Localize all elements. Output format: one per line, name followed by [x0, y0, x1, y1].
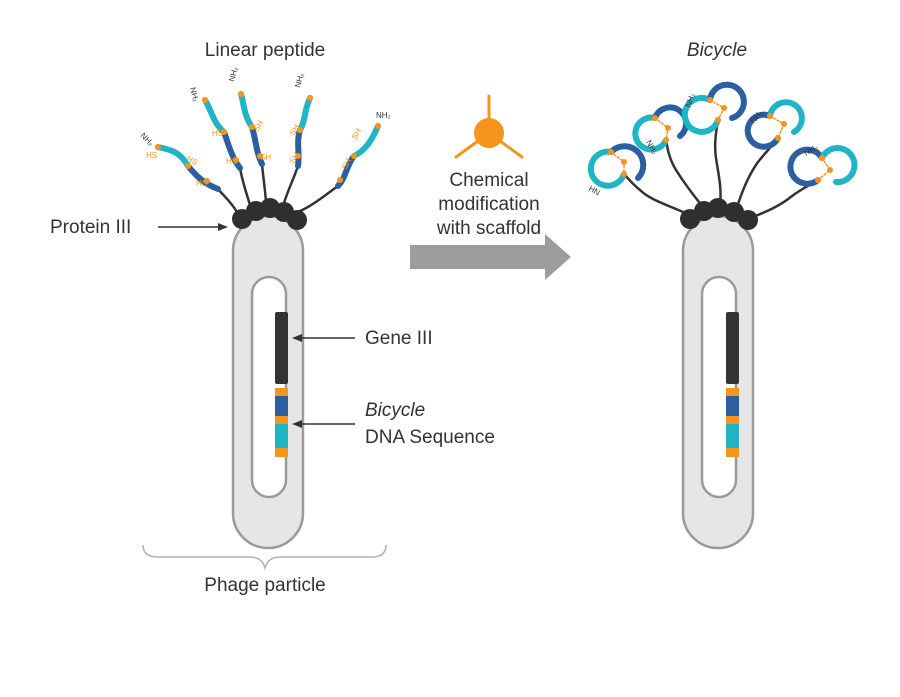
bicycle-peptide [748, 145, 858, 220]
left-protein-iii-cluster [232, 198, 307, 230]
scaffold-icon [454, 94, 524, 159]
left-phage-particle [231, 214, 305, 550]
linear-peptide-strand [155, 144, 239, 214]
left-linear-peptides [155, 91, 381, 214]
left-bicycle-dna-segment [275, 388, 288, 457]
process-arrow [410, 234, 571, 280]
left-chemical-groups: NH₂ HS HS HS NH₂ HS HS NH₂ SH SH NH₂ SH … [139, 66, 391, 188]
right-phage-particle [681, 214, 755, 550]
gene-iii-label: Gene III [365, 328, 433, 349]
bicycle-dna-label-line2: DNA Sequence [365, 427, 495, 448]
bicycle-dna-pointer [292, 420, 355, 428]
right-bicycle-dna-segment [726, 388, 739, 457]
linear-peptide-strand [296, 123, 381, 214]
linear-peptide-strand [282, 95, 313, 205]
chemical-modification-line2: modification [438, 194, 539, 215]
linear-peptide-strand [238, 91, 268, 204]
sh-group: SH [350, 127, 363, 141]
hs-group: HS [226, 157, 237, 166]
protein-iii-pointer [158, 223, 228, 231]
right-gene-iii-segment [726, 312, 739, 384]
bicycle-peptide [632, 104, 705, 209]
nh2-group: NH₂ [227, 66, 239, 83]
left-gene-iii-segment [275, 312, 288, 384]
phage-particle-brace [142, 544, 387, 571]
hs-group: HS [146, 151, 157, 160]
bicycle-dna-label-line1: Bicycle [365, 400, 425, 421]
nh2-group: NH₂ [376, 111, 391, 120]
right-protein-iii-cluster [680, 198, 758, 230]
chemical-modification-line1: Chemical [449, 170, 528, 191]
linear-peptide-label: Linear peptide [205, 40, 325, 61]
nh2-group: NH₂ [683, 92, 696, 109]
bicycle-peptide [681, 81, 747, 206]
nh2-group: NH₂ [293, 72, 305, 89]
right-bicycle-peptides [587, 81, 858, 220]
linear-peptide-strand [202, 97, 252, 207]
nh2-group: NH₂ [749, 108, 765, 125]
sh-group: SH [260, 153, 271, 162]
bicycle-peptide [735, 99, 805, 209]
hs-group: HS [196, 179, 207, 188]
hs-group: HS [212, 129, 223, 138]
protein-iii-label: Protein III [50, 217, 131, 238]
gene-iii-pointer [292, 334, 355, 342]
nh2-group: NH₂ [139, 131, 156, 148]
nh2-group: NH₂ [188, 86, 200, 103]
bicycle-title: Bicycle [687, 40, 747, 61]
chemical-modification-line3: with scaffold [436, 218, 541, 239]
bicycle-peptide [587, 143, 692, 217]
phage-particle-label: Phage particle [204, 575, 325, 596]
